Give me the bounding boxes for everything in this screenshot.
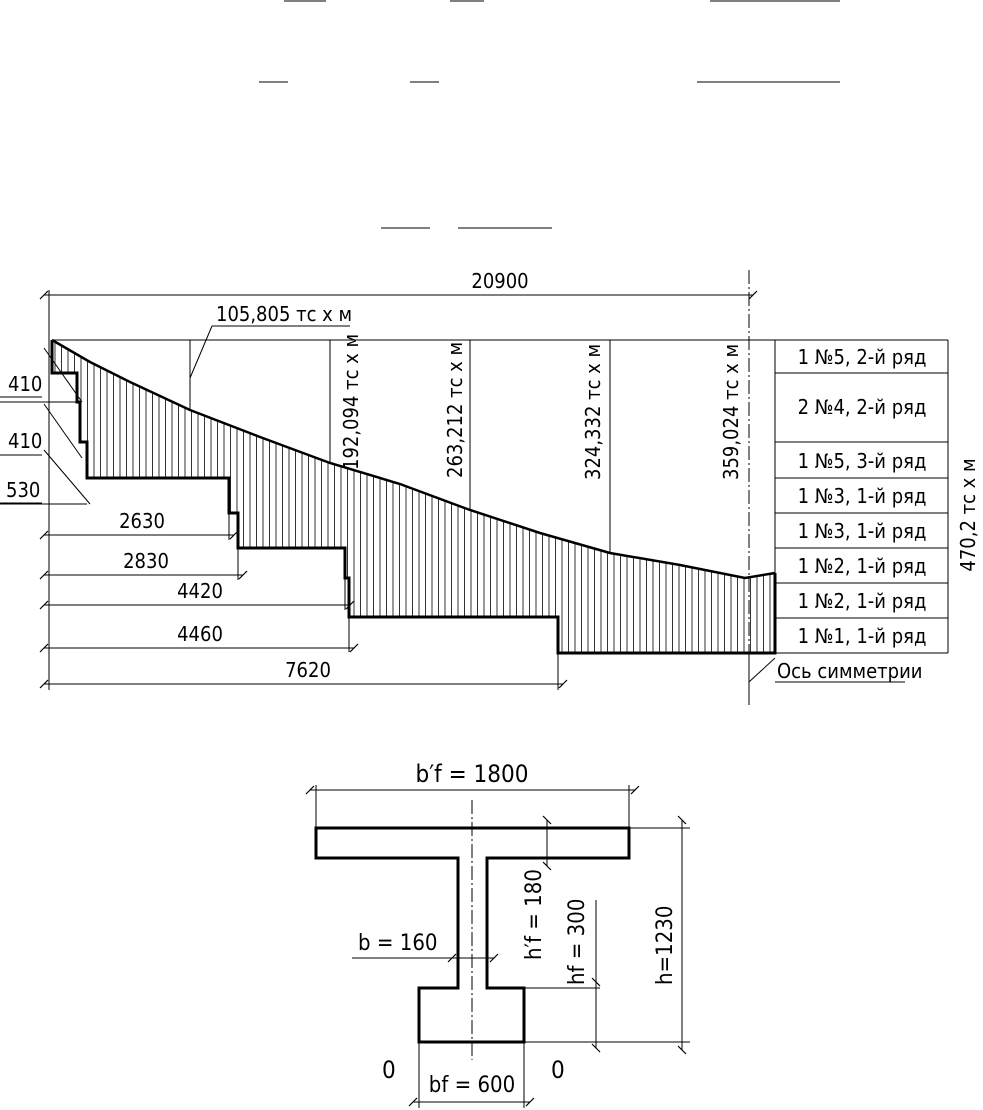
dim-530: 530 bbox=[6, 478, 40, 502]
dim-lengths: 2630 2830 4420 4460 7620 bbox=[39, 509, 568, 690]
bar-label-3: 1 №5, 3-й ряд bbox=[798, 449, 927, 473]
dim-4460: 4460 bbox=[177, 622, 223, 646]
dim-overall-label: 20900 bbox=[471, 269, 528, 293]
origin-left: 0 bbox=[382, 1056, 396, 1084]
dim-bf: bf = 600 bbox=[429, 1073, 515, 1098]
dim-410a: 410 bbox=[8, 372, 42, 396]
bar-label-4: 1 №3, 1-й ряд bbox=[798, 484, 927, 508]
moment-label-1: 105,805 тс х м bbox=[216, 302, 352, 326]
bar-label-2: 2 №4, 2-й ряд bbox=[798, 395, 927, 419]
dim-left-steps: 410 410 530 bbox=[0, 347, 91, 505]
moment-curve bbox=[51, 338, 776, 580]
top-fraction-lines bbox=[259, 0, 840, 229]
dim-2830: 2830 bbox=[123, 549, 169, 573]
moment-hatching bbox=[54, 341, 771, 653]
dim-2630: 2630 bbox=[119, 509, 165, 533]
dim-overall: 20900 bbox=[39, 269, 758, 690]
moment-label-2: 192,094 тс х м bbox=[339, 334, 363, 470]
symmetry-axis-label: Ось симметрии bbox=[777, 659, 922, 683]
bar-label-6: 1 №2, 1-й ряд bbox=[798, 554, 927, 578]
moment-label-5: 359,024 тс х м bbox=[719, 344, 743, 480]
bar-label-8: 1 №1, 1-й ряд bbox=[798, 624, 927, 648]
bar-label-1: 1 №5, 2-й ряд bbox=[798, 345, 927, 369]
bar-label-7: 1 №2, 1-й ряд bbox=[798, 589, 927, 613]
dim-bf-prime: b′f = 1800 bbox=[416, 760, 529, 788]
dim-b: b = 160 bbox=[358, 931, 438, 956]
moment-label-3: 263,212 тс х м bbox=[443, 342, 467, 478]
material-steps bbox=[50, 340, 777, 655]
symmetry-axis-leader bbox=[748, 657, 776, 683]
ordinate-lines bbox=[189, 340, 776, 653]
dim-hf-prime: h′f = 180 bbox=[522, 869, 547, 960]
moment-label-4: 324,332 тс х м bbox=[581, 344, 605, 480]
bar-table bbox=[775, 340, 949, 654]
origin-right: 0 bbox=[551, 1056, 565, 1084]
dim-4420: 4420 bbox=[177, 579, 223, 603]
dim-h: h=1230 bbox=[653, 906, 678, 986]
bar-labels: 1 №5, 2-й ряд 2 №4, 2-й ряд 1 №5, 3-й ря… bbox=[798, 345, 927, 648]
moment-label-1-leader bbox=[189, 325, 213, 379]
moment-max-label: 470,2 тс х м bbox=[956, 458, 980, 571]
dim-7620: 7620 bbox=[285, 658, 331, 682]
bar-label-5: 1 №3, 1-й ряд bbox=[798, 519, 927, 543]
dim-410b: 410 bbox=[8, 429, 42, 453]
t-section: b′f = 1800 h′f = 180 hf = 300 h=1230 b =… bbox=[305, 760, 690, 1108]
dim-hf: hf = 300 bbox=[565, 899, 590, 985]
